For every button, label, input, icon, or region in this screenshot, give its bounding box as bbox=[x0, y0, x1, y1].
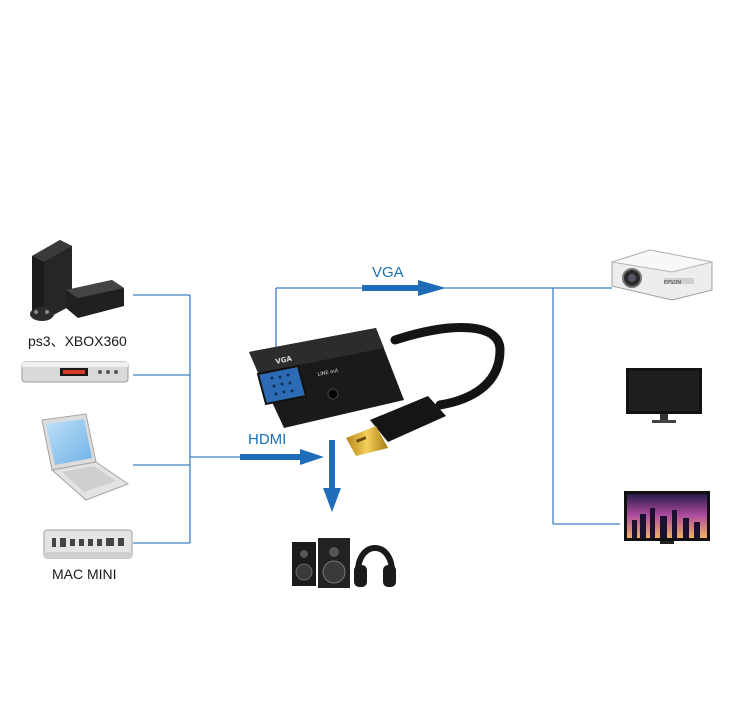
mac-mini-icon bbox=[43, 529, 133, 559]
projector-brand: EPSON bbox=[664, 280, 681, 286]
headphones-icon bbox=[354, 545, 396, 587]
source-label-console: ps3、XBOX360 bbox=[28, 333, 127, 349]
audio-arrow bbox=[323, 440, 341, 512]
source-label-mac-mini: MAC MINI bbox=[52, 566, 117, 582]
vga-port-text: VGA bbox=[275, 355, 293, 366]
tv-icon bbox=[624, 491, 710, 544]
projector-icon: EPSON bbox=[611, 249, 713, 301]
vga-arrow bbox=[362, 280, 446, 296]
monitor-icon bbox=[626, 368, 702, 423]
game-console-icon bbox=[30, 240, 124, 321]
speaker-icon bbox=[292, 538, 350, 588]
set-top-box-icon bbox=[21, 361, 129, 383]
hdmi-arrow bbox=[240, 449, 324, 465]
connection-lines bbox=[133, 287, 620, 544]
laptop-icon bbox=[41, 413, 130, 501]
hdmi-label: HDMI bbox=[248, 431, 287, 448]
hdmi-to-vga-adapter-icon: VGA LINE out bbox=[249, 323, 505, 456]
audio-port-text: LINE out bbox=[317, 368, 339, 378]
vga-label: VGA bbox=[372, 264, 404, 281]
